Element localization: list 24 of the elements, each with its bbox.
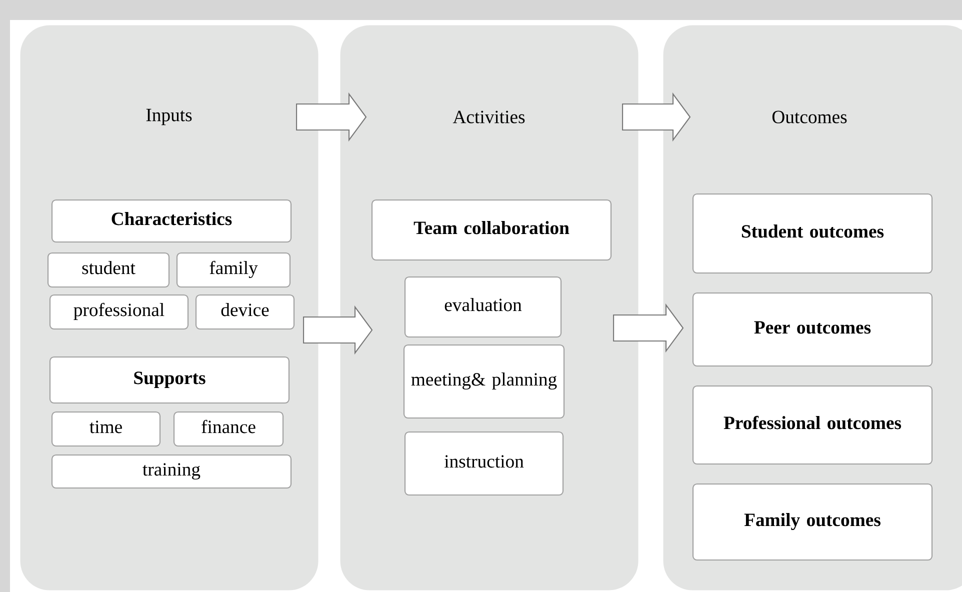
item-box: meeting& planning [403,344,565,419]
item-box: student [47,252,170,288]
item-box: training [51,454,292,489]
panel-heading: Activities [452,110,525,124]
item-box: device [195,294,295,330]
panel-heading: Inputs [146,108,192,126]
item-box: finance [173,411,284,447]
heading-box: Team collaboration [371,199,612,261]
block-arrow [303,305,373,355]
block-arrow [622,92,691,142]
item-box: evaluation [404,276,562,338]
item-box: family [176,252,291,288]
item-box: professional [49,294,189,330]
item-box: instruction [404,431,564,496]
heading-box: Professional outcomes [692,385,933,465]
heading-box: Peer outcomes [692,292,933,367]
heading-box: Characteristics [51,199,292,243]
heading-box: Family outcomes [692,483,933,561]
panel-heading: Outcomes [772,110,847,124]
heading-box: Supports [49,356,290,404]
block-arrow [613,303,684,353]
heading-box: Student outcomes [692,193,933,274]
item-box: time [51,411,161,447]
block-arrow [296,92,367,142]
